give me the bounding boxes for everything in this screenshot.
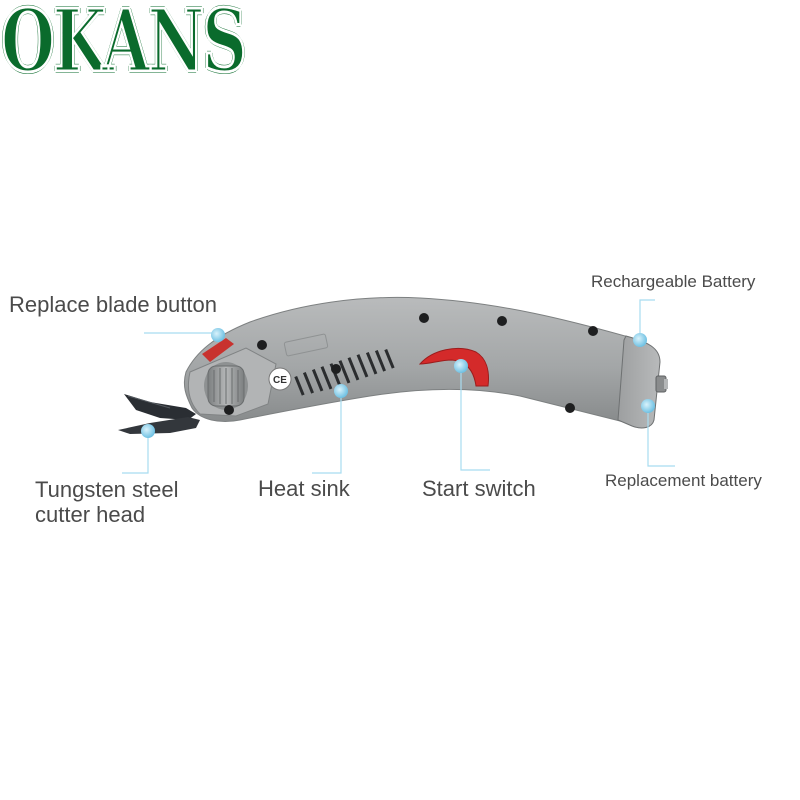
label-tungsten-line2: cutter head [35,501,146,527]
battery-connector [655,375,668,393]
label-tungsten-line1: Tungsten steel [35,477,179,502]
label-replace-blade-button: Replace blade button [9,292,217,317]
heat-sink-vents [294,348,395,396]
label-tungsten-steel-cutter-head: Tungsten steel cutter head [35,477,235,527]
replace-blade-button [202,338,234,362]
tungsten-blade [118,394,200,434]
ce-mark: CE [268,367,292,391]
brand-logo: OKANS [0,0,262,93]
svg-text:CE: CE [273,375,287,386]
blade-knob [204,362,248,410]
callout-lines [122,299,675,474]
embossed-badge [283,333,329,357]
brand-logo-text: OKANS [0,0,248,93]
start-switch-trigger [418,347,489,387]
label-replacement-battery: Replacement battery [605,471,762,490]
callout-dots [141,328,655,438]
label-heat-sink: Heat sink [258,476,350,501]
label-rechargeable-battery: Rechargeable Battery [591,272,756,291]
battery-end-cap [617,335,661,429]
label-start-switch: Start switch [422,476,536,501]
screw-holes [224,313,598,415]
